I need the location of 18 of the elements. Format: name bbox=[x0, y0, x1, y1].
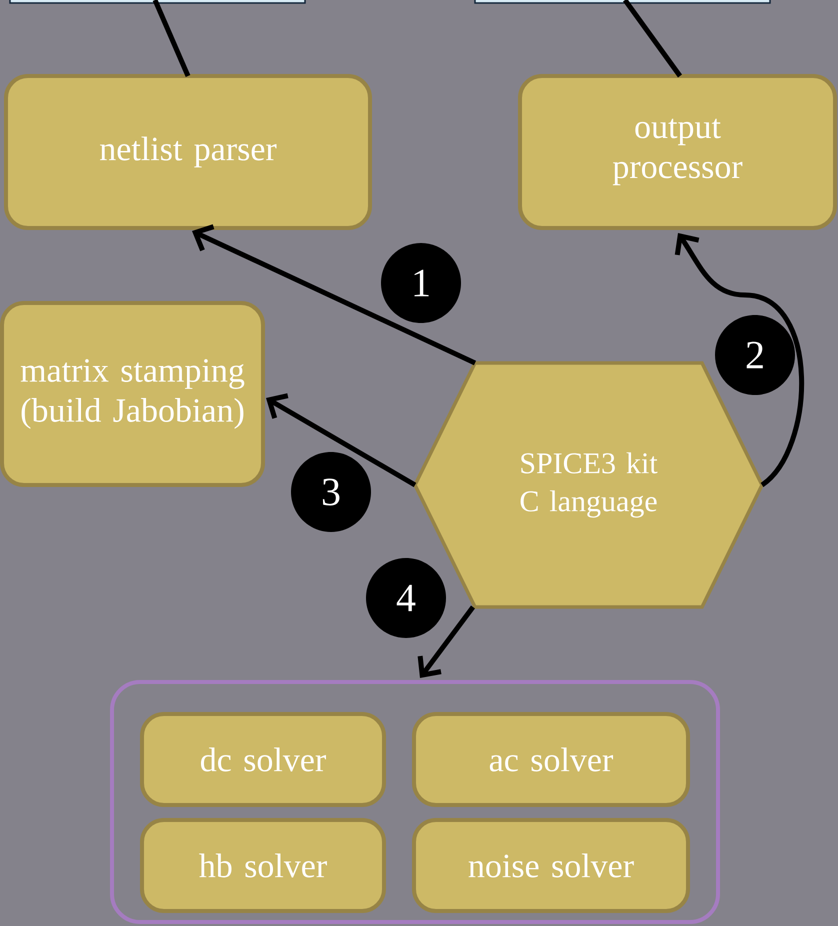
arrow bbox=[192, 224, 476, 366]
callout-number: 4 bbox=[366, 558, 446, 638]
arrow bbox=[674, 233, 804, 487]
process-box: noise solver bbox=[412, 818, 690, 914]
process-box: ac solver bbox=[412, 712, 690, 807]
partial-box bbox=[474, 0, 771, 4]
callout-number: 2 bbox=[715, 315, 795, 395]
arrow bbox=[266, 393, 416, 488]
process-box: netlist parser bbox=[4, 74, 372, 230]
callout-number: 3 bbox=[291, 452, 371, 532]
partial-box bbox=[9, 0, 306, 4]
process-box: matrix stamping (build Jabobian) bbox=[0, 301, 265, 487]
process-box: hb solver bbox=[140, 818, 386, 914]
solver-group-frame bbox=[110, 680, 720, 924]
callout-number: 1 bbox=[381, 243, 461, 323]
process-box: output processor bbox=[518, 74, 837, 230]
process-box: dc solver bbox=[140, 712, 386, 807]
arrow bbox=[418, 606, 475, 678]
